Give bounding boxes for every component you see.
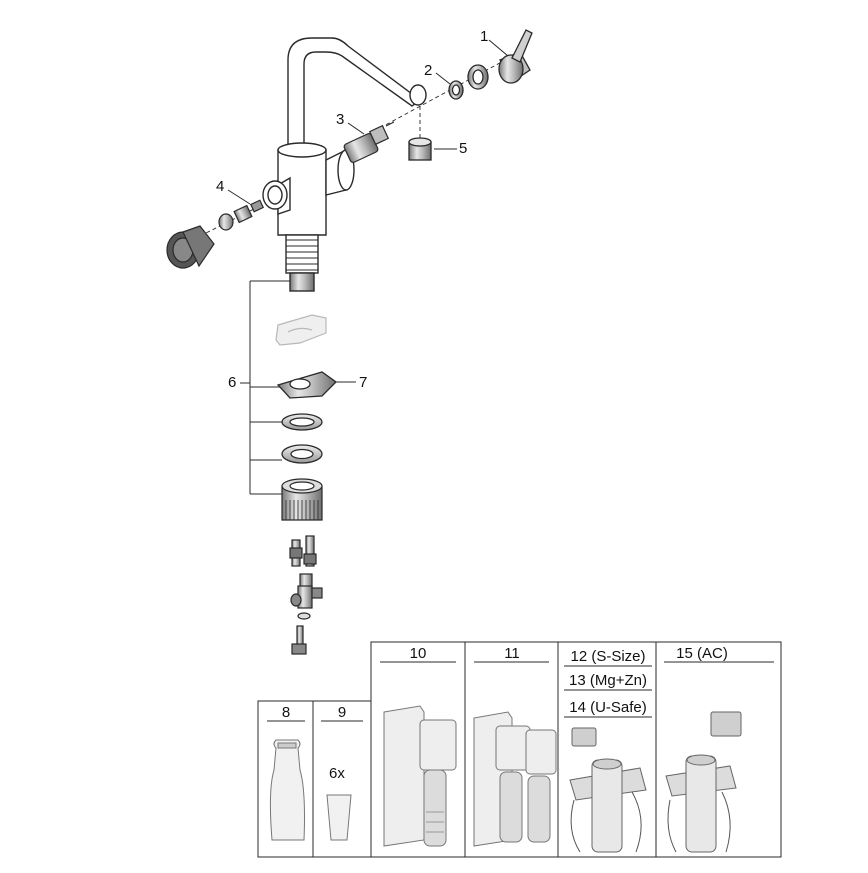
table-header-15: 15 (AC) [676,645,728,662]
table-header-14: 14 (U-Safe) [569,699,647,716]
supply-hoses-part [289,535,323,655]
table-header-8: 8 [281,704,291,721]
callout-1: 1 [480,28,489,45]
table-header-12: 12 (S-Size) [570,648,646,665]
table-header-13: 13 (Mg+Zn) [569,672,647,689]
glass-quantity: 6x [329,765,345,782]
table-header-10: 10 [409,645,427,662]
fixing-nut-part [281,478,323,521]
valve-knob-part [166,199,265,269]
callout-7: 7 [359,374,368,391]
table-header-11: 11 [504,645,520,662]
table-header-9: 9 [337,704,347,721]
drinking-glass-image [326,794,352,841]
callout-leaders [227,39,509,205]
lever-handle-part [498,29,533,84]
cartridge-part [343,121,395,164]
callout-2: 2 [424,62,433,79]
washer-parts [281,413,323,464]
filter-kit-image [569,727,647,853]
ac-filter-kit-image [665,711,742,853]
double-filter-unit-image [473,711,557,847]
callout-4: 4 [216,178,225,195]
callout-6-bracket [240,280,356,495]
single-filter-unit-image [383,705,457,847]
clamp-plate-part [276,371,338,399]
glass-bottle-image [269,739,305,841]
ring-parts [448,64,489,100]
callout-6: 6 [228,374,237,391]
aerator-part [408,137,432,161]
callout-5: 5 [459,140,468,157]
callout-3: 3 [336,111,345,128]
faucet-body [262,37,427,292]
mounting-bracket-faded [275,314,327,346]
